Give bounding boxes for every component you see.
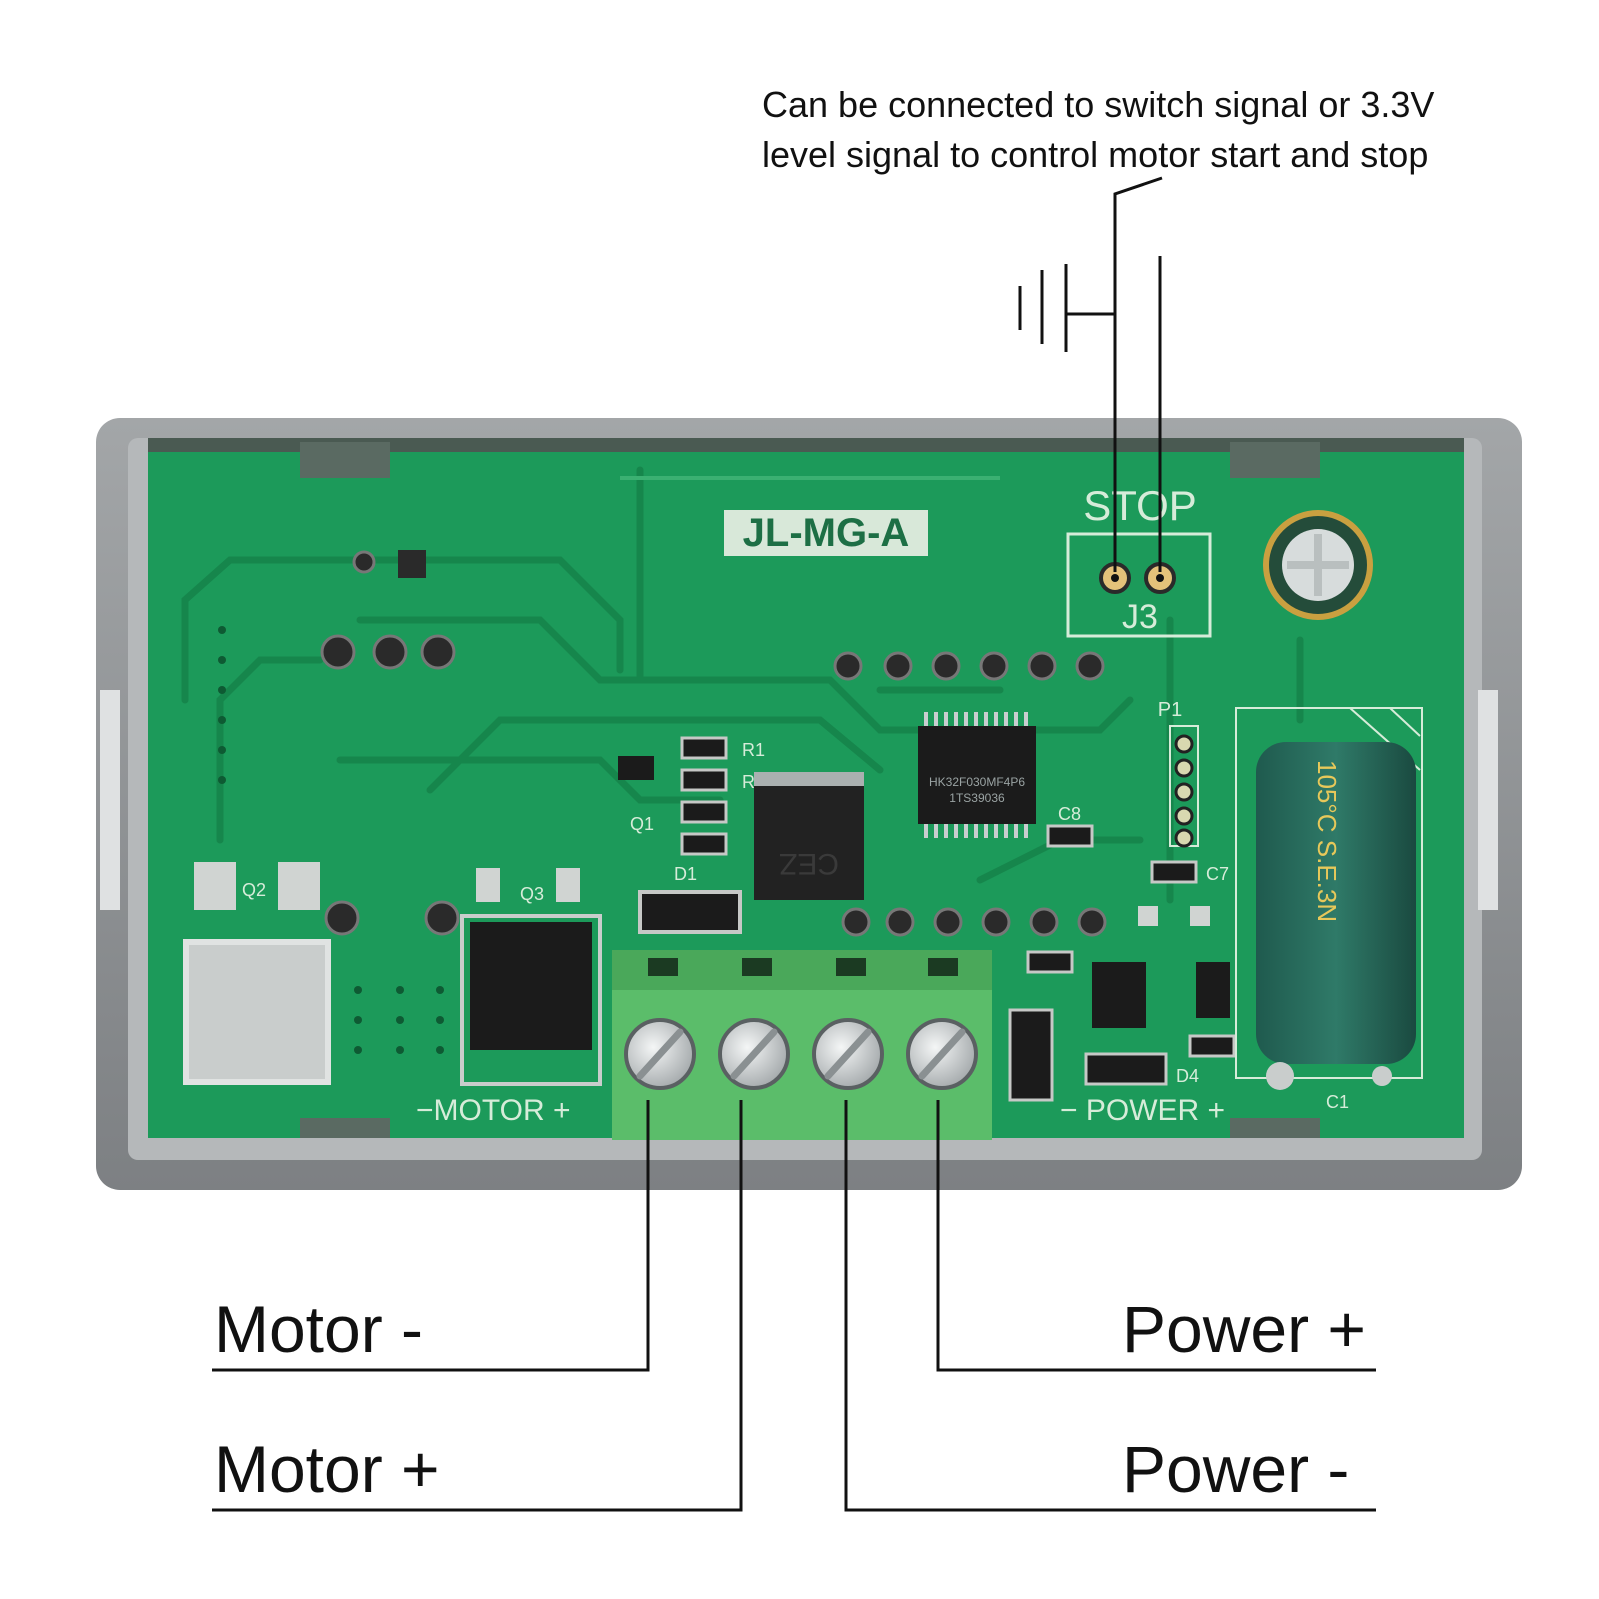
q3-mosfet — [470, 922, 592, 1050]
q1-label: Q1 — [630, 814, 654, 834]
q2-pad-2 — [278, 862, 320, 910]
mcu-chip — [918, 726, 1036, 824]
inductor — [754, 784, 864, 900]
cap-marking: 105°C S.E.3N — [1312, 760, 1342, 922]
stop-input-callout: Can be connected to switch signal or 3.3… — [762, 80, 1522, 180]
q1-transistor — [618, 756, 654, 780]
p1-label: P1 — [1158, 699, 1182, 721]
d4-diode — [1084, 1052, 1168, 1086]
p1-pins — [1174, 734, 1194, 848]
model-label-bg — [724, 510, 928, 556]
j3-label: J3 — [1122, 598, 1158, 636]
label-power-minus: Power - — [1122, 1432, 1350, 1506]
callout-line-2: level signal to control motor start and … — [762, 134, 1429, 175]
terminal-leader-lines — [212, 1100, 1376, 1512]
c8-label: C8 — [1058, 804, 1081, 824]
via-grid — [218, 626, 444, 1054]
c7-label: C7 — [1206, 864, 1229, 884]
model-label: JL-MG-A — [743, 511, 910, 555]
motor-silk-label: −MOTOR + — [416, 1094, 570, 1127]
pad-row-top — [833, 651, 1107, 937]
power-diode — [1008, 1008, 1054, 1102]
smd-resistors — [680, 736, 1236, 1058]
callout-line-1: Can be connected to switch signal or 3.3… — [762, 84, 1435, 125]
sot-part — [1196, 962, 1230, 1018]
label-motor-minus: Motor - — [214, 1292, 424, 1366]
q3-label: Q3 — [520, 884, 544, 904]
regulator — [1092, 962, 1146, 1028]
c1-label: C1 — [1326, 1092, 1349, 1112]
stop-label: STOP — [1083, 482, 1197, 529]
label-motor-plus: Motor + — [214, 1432, 440, 1506]
d1-diode — [638, 890, 742, 934]
pad-group-left — [320, 550, 460, 936]
mcu-marking-2: 1TS39036 — [949, 791, 1005, 805]
d4-label: D4 — [1176, 1066, 1199, 1086]
q2-label: Q2 — [242, 880, 266, 900]
q2-pad-1 — [194, 862, 236, 910]
mcu-marking-1: HK32F030MF4P6 — [929, 775, 1025, 789]
power-silk-label: − POWER + — [1060, 1094, 1225, 1127]
r1-label: R1 — [742, 740, 765, 760]
label-power-plus: Power + — [1122, 1292, 1366, 1366]
q2-heat-pad — [183, 939, 331, 1085]
inductor-marking: CEZ — [779, 847, 839, 880]
large-electrolytic-cap — [1256, 742, 1416, 1064]
stop-leader-lines — [1018, 176, 1163, 572]
d1-label: D1 — [674, 864, 697, 884]
